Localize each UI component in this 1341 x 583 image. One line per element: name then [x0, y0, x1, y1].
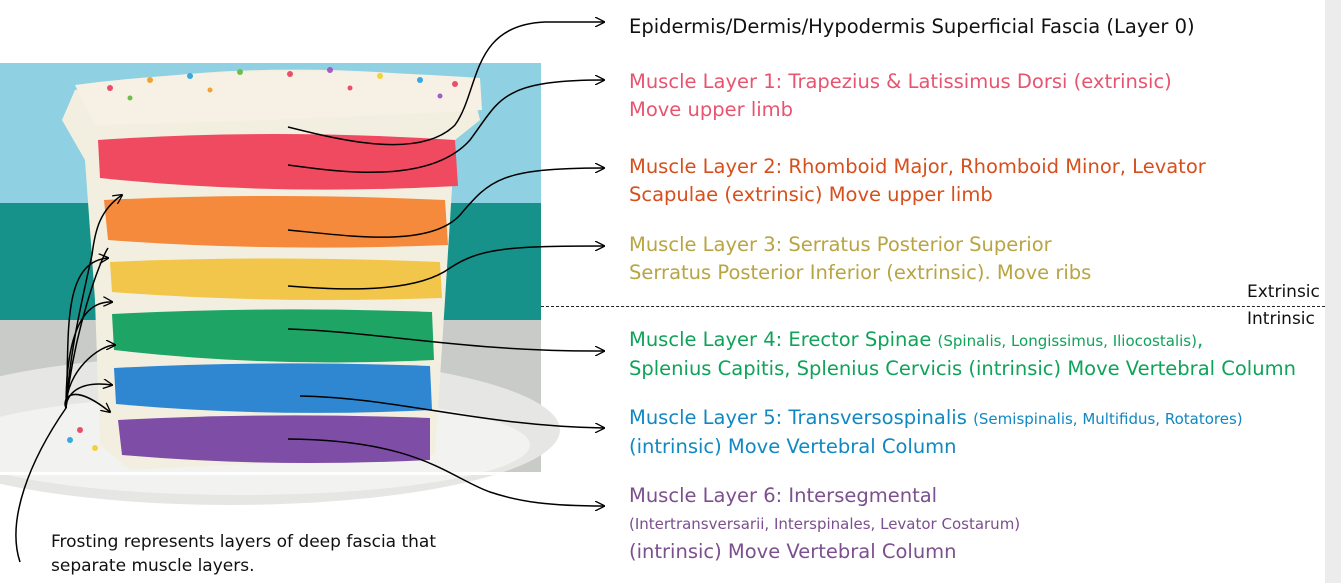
scrollbar[interactable]: [1325, 0, 1341, 583]
layer4-label: Muscle Layer 4: Erector Spinae (Spinalis…: [629, 326, 1296, 383]
green-layer: [112, 309, 434, 363]
sprinkles: [67, 67, 458, 451]
intrinsic-label: Intrinsic: [1247, 309, 1315, 329]
extrinsic-intrinsic-divider: [541, 306, 1325, 307]
pointer-layer2: [287, 168, 604, 238]
layer2-label: Muscle Layer 2: Rhomboid Major, Rhomboid…: [629, 153, 1206, 209]
pointer-layer3: [287, 246, 604, 290]
pointer-layer5: [299, 395, 604, 428]
layer3-line1: Muscle Layer 3: Serratus Posterior Super…: [629, 233, 1052, 256]
purple-layer: [118, 415, 430, 464]
pointer-layer1: [287, 80, 604, 173]
pointer-note-main: [15, 254, 93, 563]
orange-layer: [104, 196, 448, 248]
yellow-layer: [110, 258, 442, 300]
layer6-label: Muscle Layer 6: Intersegmental (Intertra…: [629, 482, 1020, 566]
layer5-line2: (intrinsic) Move Vertebral Column: [629, 435, 957, 458]
layer5-label: Muscle Layer 5: Transversospinalis (Semi…: [629, 404, 1243, 461]
note-line2: separate muscle layers.: [51, 556, 255, 576]
extrinsic-label: Extrinsic: [1247, 282, 1320, 302]
layer1-label: Muscle Layer 1: Trapezius & Latissimus D…: [629, 68, 1172, 124]
layer6-line1: Muscle Layer 6: Intersegmental: [629, 484, 938, 507]
layer2-line2: Scapulae (extrinsic) Move upper limb: [629, 183, 993, 206]
layer0-label: Epidermis/Dermis/Hypodermis Superficial …: [629, 15, 1195, 38]
layer2-line1: Muscle Layer 2: Rhomboid Major, Rhomboid…: [629, 155, 1206, 178]
pointer-layer6: [287, 438, 604, 506]
pointer-layer0: [287, 22, 604, 146]
layer1-line2: Move upper limb: [629, 98, 794, 121]
layer5-line1: Muscle Layer 5: Transversospinalis (Semi…: [629, 406, 1243, 429]
layer3-line2: Serratus Posterior Inferior (extrinsic).…: [629, 261, 1092, 284]
layer6-line2: (Intertransversarii, Interspinales, Leva…: [629, 515, 1021, 533]
pointer-lines: [15, 22, 604, 563]
cake-photo: [0, 63, 560, 505]
frosting-note: Frosting represents layers of deep fasci…: [51, 530, 436, 578]
layer4-line2: Splenius Capitis, Splenius Cervicis (int…: [629, 357, 1296, 380]
red-layer: [98, 134, 458, 190]
layer1-line1: Muscle Layer 1: Trapezius & Latissimus D…: [629, 70, 1172, 93]
layer6-line3: (intrinsic) Move Vertebral Column: [629, 540, 957, 563]
blue-layer: [114, 363, 432, 413]
note-line1: Frosting represents layers of deep fasci…: [51, 532, 437, 552]
pointer-layer4: [287, 328, 604, 351]
layer4-line1: Muscle Layer 4: Erector Spinae (Spinalis…: [629, 328, 1204, 351]
layer3-label: Muscle Layer 3: Serratus Posterior Super…: [629, 231, 1091, 287]
